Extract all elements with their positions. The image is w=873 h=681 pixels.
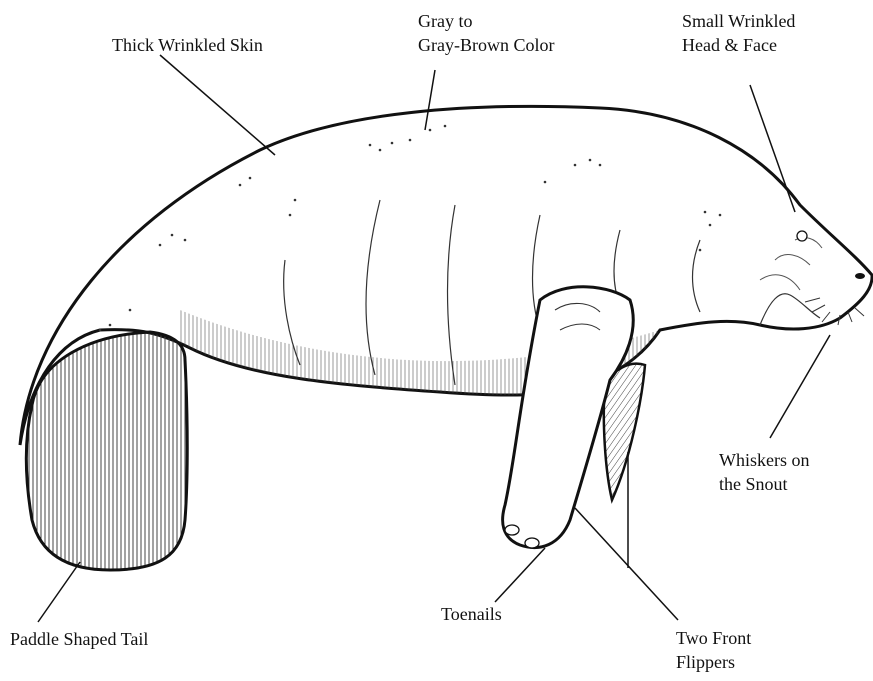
- label-whiskers-2: the Snout: [719, 474, 788, 494]
- label-tail: Paddle Shaped Tail: [10, 629, 148, 649]
- label-whiskers-1: Whiskers on: [719, 450, 809, 470]
- paddle-tail: [26, 332, 187, 570]
- label-head-2: Head & Face: [682, 35, 777, 55]
- label-color-1: Gray to: [418, 11, 472, 31]
- label-skin: Thick Wrinkled Skin: [112, 35, 263, 55]
- leader-toenails: [495, 548, 545, 602]
- label-head-1: Small Wrinkled: [682, 11, 795, 31]
- leader-tail: [38, 562, 80, 622]
- label-flippers-2: Flippers: [676, 652, 735, 672]
- label-flippers-1: Two Front: [676, 628, 751, 648]
- leader-flippers-a: [575, 508, 678, 620]
- leader-whiskers: [770, 335, 830, 438]
- label-color-2: Gray-Brown Color: [418, 35, 554, 55]
- nostril: [855, 273, 865, 279]
- leader-skin: [160, 55, 275, 155]
- label-toenails: Toenails: [441, 604, 502, 624]
- eye: [797, 231, 807, 241]
